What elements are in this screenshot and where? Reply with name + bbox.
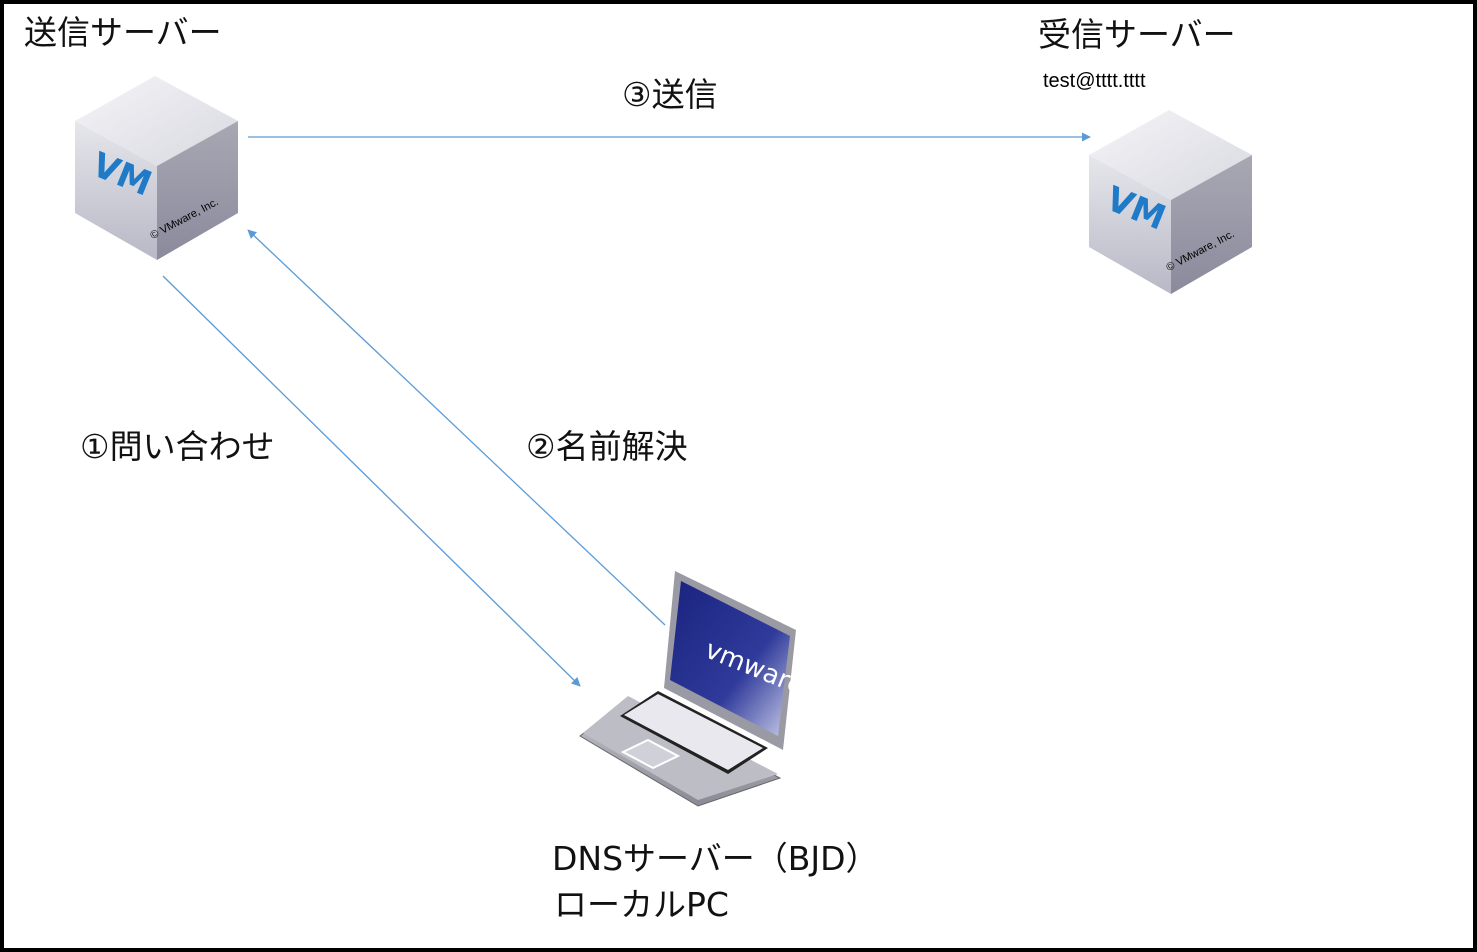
diagram-svg: VM vmware xyxy=(75,76,1252,807)
edge-resolve-label: ②名前解決 xyxy=(526,427,688,466)
receiver-address: test@tttt.tttt xyxy=(1043,70,1146,92)
edge-send-label: ③送信 xyxy=(622,75,718,114)
dns-label-line1: DNSサーバー（BJD） xyxy=(552,839,879,878)
edge-query-label: ①問い合わせ xyxy=(80,427,275,466)
sender-label: 送信サーバー xyxy=(24,13,222,52)
edge-query-arrow xyxy=(162,275,581,687)
receiver-label: 受信サーバー xyxy=(1038,15,1236,54)
dns-laptop-icon: vmware xyxy=(579,571,808,807)
dns-label-line2: ローカルPC xyxy=(554,885,729,924)
edge-resolve-arrow xyxy=(247,229,666,626)
